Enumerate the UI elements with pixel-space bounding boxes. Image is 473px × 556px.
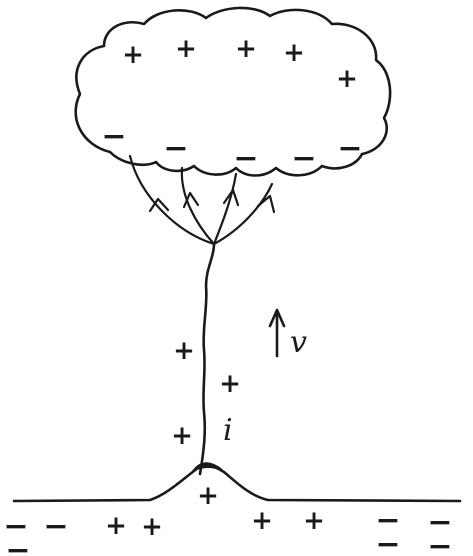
branch-arrow-icon <box>148 197 170 213</box>
channel-plus-icon: + <box>171 421 193 451</box>
cloud-top-plus-icon: + <box>336 64 358 94</box>
cloud-base-minus-icon: − <box>337 131 362 166</box>
cloud-top-plus-icon: + <box>235 34 257 64</box>
cloud-base-minus-icon: − <box>291 141 316 176</box>
branch-arrow-icon <box>222 188 240 207</box>
ground-minus-icon: − <box>375 527 400 556</box>
ground-minus-icon: − <box>3 509 28 544</box>
ground-plus-icon: + <box>303 506 325 536</box>
ground-surface <box>12 463 462 503</box>
cloud-top-plus-icon: + <box>283 38 305 68</box>
cloud-top-plus-icon: + <box>175 34 197 64</box>
ground-bump-tip <box>190 462 223 473</box>
ground-minus-icon: − <box>375 503 400 538</box>
cloud-base-minus-icon: − <box>163 131 188 166</box>
channel-branch-far-right <box>212 182 274 246</box>
cloud-top-plus-icon: + <box>122 40 144 70</box>
channel-plus-icon: + <box>197 481 219 511</box>
channel-plus-icon: + <box>173 336 195 366</box>
cloud-base-minus-icon: − <box>233 141 258 176</box>
thundercloud <box>74 6 392 177</box>
current-label: i <box>223 413 233 448</box>
ground-minus-icon: − <box>427 529 452 556</box>
channel-branch-far-left <box>128 154 216 246</box>
ground-plus-icon: + <box>251 506 273 536</box>
ground-minus-icon: − <box>427 505 452 540</box>
channel-branch-left <box>180 166 216 246</box>
ground-plus-icon: + <box>105 511 127 541</box>
channel-branch-right <box>212 172 238 246</box>
cloud-base-minus-icon: − <box>101 119 126 154</box>
channel-plus-icon: + <box>219 369 241 399</box>
ground-plus-icon: + <box>141 512 163 542</box>
branch-arrow-icon <box>182 191 200 209</box>
velocity-label: v <box>290 325 307 360</box>
ground-minus-icon: − <box>5 533 30 556</box>
branch-arrow-icon <box>256 194 276 214</box>
lightning-channel <box>198 242 216 476</box>
charge-marks: +++++−−−−−++++−−−++++−−−− <box>3 34 452 556</box>
ground-minus-icon: − <box>43 509 68 544</box>
up-arrow-head-icon <box>268 308 286 328</box>
